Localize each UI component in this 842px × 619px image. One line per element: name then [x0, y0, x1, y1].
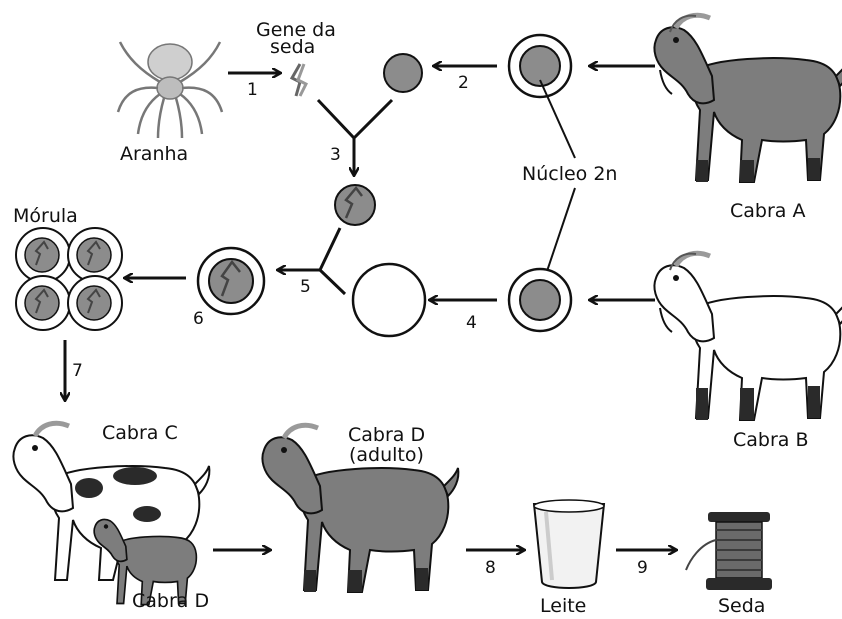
- goat-b-label: Cabra B: [733, 429, 809, 451]
- gene-label-line2: seda: [270, 36, 315, 58]
- milk-glass-icon: [534, 500, 604, 588]
- silk-label: Seda: [718, 595, 765, 617]
- nucleus-2n-label: Núcleo 2n: [522, 163, 617, 185]
- goat-d-adult-label-line2: (adulto): [349, 444, 424, 466]
- step-2-label: 2: [458, 73, 469, 93]
- cell-goat-b-nucleus: [520, 280, 560, 320]
- enucleated-egg: [353, 264, 425, 336]
- spider-label: Aranha: [120, 143, 188, 165]
- nucleus-gray: [384, 54, 422, 92]
- goat-c-label: Cabra C: [102, 422, 178, 444]
- morula-icon: [16, 228, 122, 330]
- milk-label: Leite: [540, 595, 586, 617]
- silk-spool-icon: [686, 512, 772, 590]
- step-9-label: 9: [637, 558, 648, 578]
- morula-label: Mórula: [13, 205, 78, 227]
- spider-icon: [118, 42, 222, 138]
- combine-fork-5: [320, 228, 345, 294]
- goat-d-adult-label-line1: Cabra D: [348, 424, 425, 446]
- step-8-label: 8: [485, 558, 496, 578]
- goat-a-label: Cabra A: [730, 200, 805, 222]
- step-1-label: 1: [247, 80, 258, 100]
- step-7-label: 7: [72, 361, 83, 381]
- step-3-label: 3: [330, 145, 341, 165]
- step-4-label: 4: [466, 313, 477, 333]
- combine-fork: [318, 100, 392, 138]
- step-6-label: 6: [193, 309, 204, 329]
- goat-d-label: Cabra D: [132, 590, 209, 612]
- goat-b-icon: [654, 253, 842, 420]
- cloned-egg-nucleus: [209, 259, 253, 303]
- silk-gene-icon: [292, 64, 306, 96]
- goat-a-icon: [654, 15, 842, 182]
- step-5-label: 5: [300, 277, 311, 297]
